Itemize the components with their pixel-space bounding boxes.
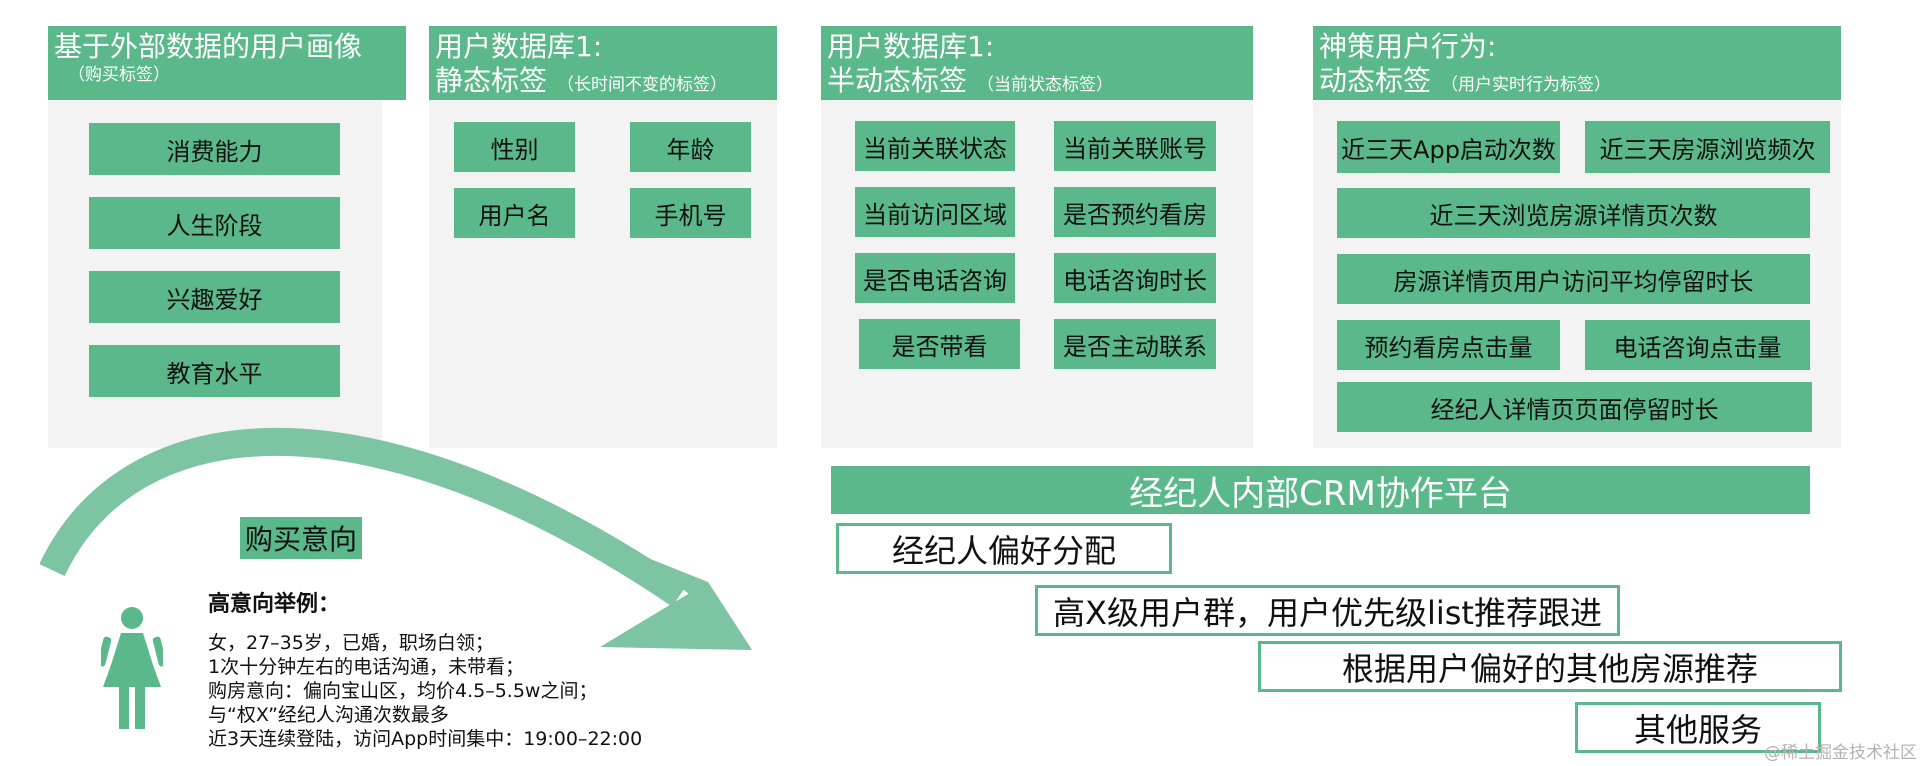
dynamic-note: （用户实时行为标签） — [1441, 75, 1612, 95]
purchase-intent-label: 购买意向 — [240, 517, 362, 559]
person-icon — [101, 607, 163, 729]
tag-detail-page-views: 近三天浏览房源详情页次数 — [1337, 188, 1810, 238]
curved-arrow-icon — [40, 427, 752, 650]
dynamic-title-line1: 神策用户行为: — [1319, 30, 1497, 63]
tag-life-stage: 人生阶段 — [89, 197, 340, 249]
external-data-title: 基于外部数据的用户画像 — [54, 30, 363, 63]
tag-booked-viewing: 是否预约看房 — [1054, 187, 1216, 237]
static-tags-title-line2: 静态标签 — [435, 64, 548, 97]
semi-dynamic-note: （当前状态标签） — [977, 75, 1114, 95]
static-tags-panel-header: 用户数据库1: 静态标签 （长时间不变的标签） — [429, 26, 777, 100]
static-tags-note: （长时间不变的标签） — [557, 75, 728, 95]
tag-phone-consult: 是否电话咨询 — [855, 253, 1015, 303]
static-tags-title-line1: 用户数据库1: — [435, 30, 603, 63]
semi-dynamic-title-line2: 半动态标签 — [827, 64, 968, 97]
tag-current-link-account: 当前关联账号 — [1054, 121, 1216, 171]
external-data-subtitle: （购买标签） — [68, 65, 170, 85]
tag-accompanied-viewing: 是否带看 — [859, 319, 1020, 369]
tag-age: 年龄 — [630, 122, 751, 172]
tag-app-launches: 近三天App启动次数 — [1337, 121, 1560, 173]
crm-step-other-services: 其他服务 — [1575, 702, 1821, 753]
crm-step-priority-list: 高X级用户群，用户优先级list推荐跟进 — [1035, 585, 1620, 636]
tag-interests: 兴趣爱好 — [89, 271, 340, 323]
semi-dynamic-panel-header: 用户数据库1: 半动态标签 （当前状态标签） — [821, 26, 1253, 100]
example-line-2: 1次十分钟左右的电话沟通，未带看； — [208, 656, 525, 678]
tag-gender: 性别 — [454, 122, 575, 172]
tag-consult-clicks: 电话咨询点击量 — [1585, 320, 1810, 370]
tag-listing-browse-freq: 近三天房源浏览频次 — [1585, 121, 1830, 173]
tag-consumption: 消费能力 — [89, 123, 340, 175]
tag-username: 用户名 — [454, 188, 575, 238]
semi-dynamic-title-line1: 用户数据库1: — [827, 30, 995, 63]
watermark: @稀土掘金技术社区 — [1764, 743, 1917, 763]
example-title: 高意向举例： — [208, 592, 341, 617]
tag-active-contact: 是否主动联系 — [1054, 319, 1216, 369]
example-line-1: 女，27–35岁，已婚，职场白领； — [208, 632, 494, 654]
tag-current-link-status: 当前关联状态 — [855, 121, 1015, 171]
tag-phone: 手机号 — [630, 188, 751, 238]
external-data-panel-header: 基于外部数据的用户画像 （购买标签） — [48, 26, 406, 100]
example-line-4: 与“权X”经纪人沟通次数最多 — [208, 704, 449, 726]
tag-detail-avg-stay: 房源详情页用户访问平均停留时长 — [1337, 254, 1810, 304]
crm-step-agent-preference: 经纪人偏好分配 — [836, 523, 1172, 574]
tag-agent-page-stay: 经纪人详情页页面停留时长 — [1337, 382, 1812, 432]
example-line-3: 购房意向：偏向宝山区，均价4.5–5.5w之间； — [208, 680, 598, 702]
crm-platform-title: 经纪人内部CRM协作平台 — [831, 466, 1810, 514]
dynamic-panel-header: 神策用户行为: 动态标签 （用户实时行为标签） — [1313, 26, 1841, 100]
example-line-5: 近3天连续登陆，访问App时间集中：19:00–22:00 — [208, 728, 643, 750]
crm-step-recommend-listings: 根据用户偏好的其他房源推荐 — [1258, 641, 1842, 692]
dynamic-title-line2: 动态标签 — [1319, 64, 1432, 97]
tag-education: 教育水平 — [89, 345, 340, 397]
tag-consult-duration: 电话咨询时长 — [1054, 253, 1216, 303]
tag-booking-clicks: 预约看房点击量 — [1337, 320, 1560, 370]
tag-current-area: 当前访问区域 — [855, 187, 1015, 237]
